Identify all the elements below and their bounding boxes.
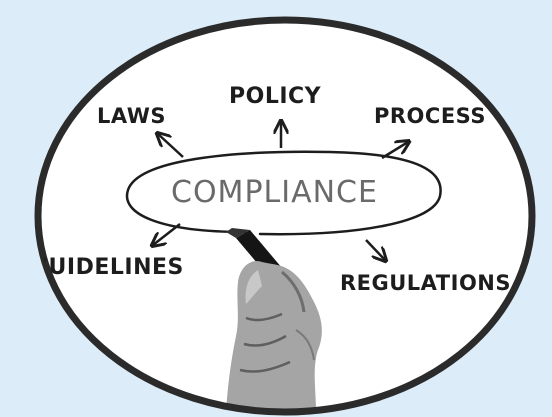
paper-oval [38,20,532,412]
oval-frame [34,16,536,416]
arrow-laws [158,134,184,158]
node-label-process: PROCESS [374,104,486,128]
node-label-policy: POLICY [229,84,322,109]
center-label: COMPLIANCE [171,175,378,210]
node-label-regulations: REGULATIONS [340,271,511,295]
node-label-guidelines: GUIDELINES [30,255,184,280]
center-ellipse [125,150,442,236]
hand-illustration [226,228,322,412]
arrow-regulations [365,239,385,260]
arrow-guidelines [153,223,181,245]
node-label-laws: LAWS [97,104,166,128]
arrow-process [381,142,408,160]
